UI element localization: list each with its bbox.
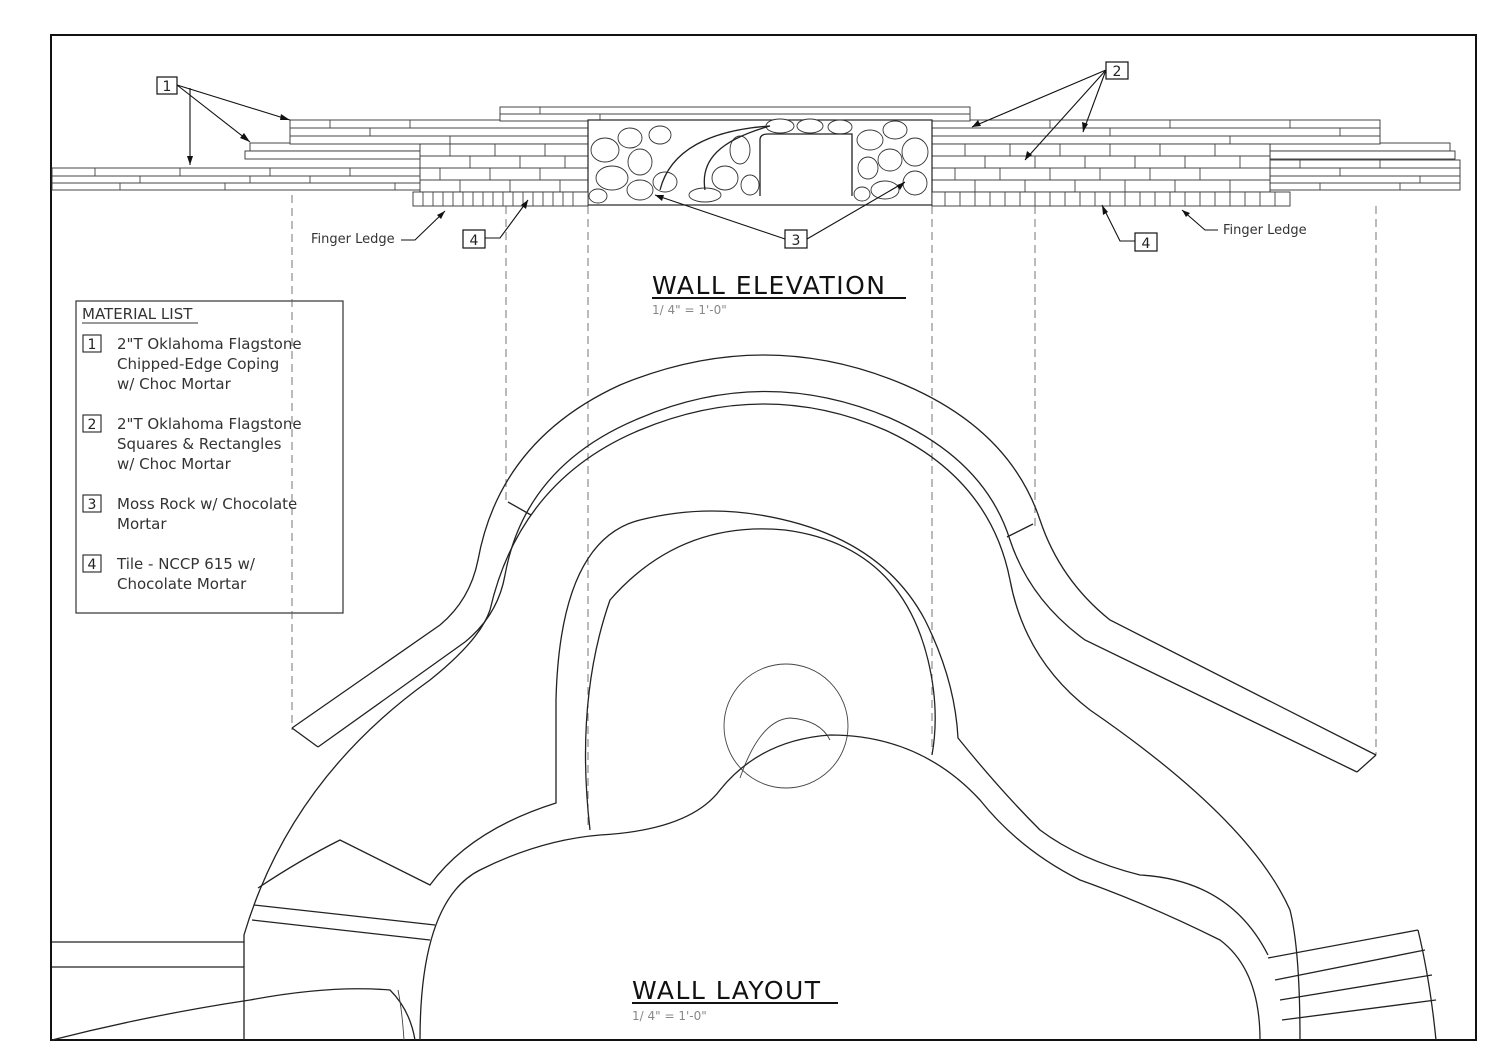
- callout-4-left: 4: [462, 199, 529, 249]
- material-line: Chipped-Edge Coping: [117, 355, 279, 373]
- material-item-2: 2 2"T Oklahoma Flagstone Squares & Recta…: [82, 414, 302, 473]
- callout-2-label: 2: [1113, 64, 1122, 80]
- material-line: Mortar: [117, 515, 167, 533]
- finger-ledge-right-note: Finger Ledge: [1181, 209, 1307, 238]
- elevation-title-block: WALL ELEVATION 1/ 4" = 1'-0": [652, 271, 906, 317]
- material-line: 2"T Oklahoma Flagstone: [117, 335, 302, 353]
- finger-ledge-left-tiles: [412, 191, 589, 207]
- finger-ledge-right-tiles: [931, 191, 1291, 207]
- layout-title: WALL LAYOUT: [632, 976, 822, 1005]
- low-wall-right: [1269, 159, 1461, 191]
- callout-1-label: 1: [163, 79, 172, 95]
- finger-ledge-left-note: Finger Ledge: [311, 210, 446, 247]
- material-list-heading: MATERIAL LIST: [82, 305, 193, 323]
- material-line: Chocolate Mortar: [117, 575, 247, 593]
- callout-4-right: 4: [1101, 204, 1158, 252]
- moss-rock-feature: [587, 118, 933, 206]
- callout-4-left-label: 4: [470, 233, 479, 249]
- material-line: Tile - NCCP 615 w/: [116, 555, 256, 573]
- elevation-title: WALL ELEVATION: [652, 271, 886, 300]
- material-key-2: 2: [88, 417, 97, 433]
- layout-scale: 1/ 4" = 1'-0": [632, 1009, 707, 1023]
- material-item-3: 3 Moss Rock w/ Chocolate Mortar: [82, 494, 297, 533]
- material-key-4: 4: [88, 557, 97, 573]
- elevation-scale: 1/ 4" = 1'-0": [652, 303, 727, 317]
- callout-3: 3: [654, 181, 906, 249]
- material-line: Squares & Rectangles: [117, 435, 282, 453]
- main-wall-left: [419, 143, 589, 193]
- wall-elevation: [51, 106, 1461, 207]
- callout-1: 1: [156, 76, 291, 165]
- material-line: w/ Choc Mortar: [117, 455, 232, 473]
- material-list: MATERIAL LIST 1 2"T Oklahoma Flagstone C…: [75, 300, 344, 614]
- material-line: Moss Rock w/ Chocolate: [117, 495, 297, 513]
- projection-lines: [291, 195, 1377, 830]
- finger-ledge-left-label: Finger Ledge: [311, 232, 395, 247]
- main-wall-right: [931, 143, 1271, 193]
- callout-4-right-label: 4: [1142, 236, 1151, 252]
- wall-layout-plan: [51, 354, 1437, 1041]
- material-key-1: 1: [88, 337, 97, 353]
- callout-3-label: 3: [792, 233, 801, 249]
- material-item-4: 4 Tile - NCCP 615 w/ Chocolate Mortar: [82, 554, 256, 593]
- layout-title-block: WALL LAYOUT 1/ 4" = 1'-0": [632, 976, 838, 1023]
- material-key-3: 3: [88, 497, 97, 513]
- material-line: w/ Choc Mortar: [117, 375, 232, 393]
- callout-2: 2: [971, 61, 1129, 161]
- material-line: 2"T Oklahoma Flagstone: [117, 415, 302, 433]
- low-wall-left: [51, 167, 423, 191]
- finger-ledge-right-label: Finger Ledge: [1223, 223, 1307, 238]
- sheet-border: [50, 34, 1477, 1041]
- material-item-1: 1 2"T Oklahoma Flagstone Chipped-Edge Co…: [82, 334, 302, 393]
